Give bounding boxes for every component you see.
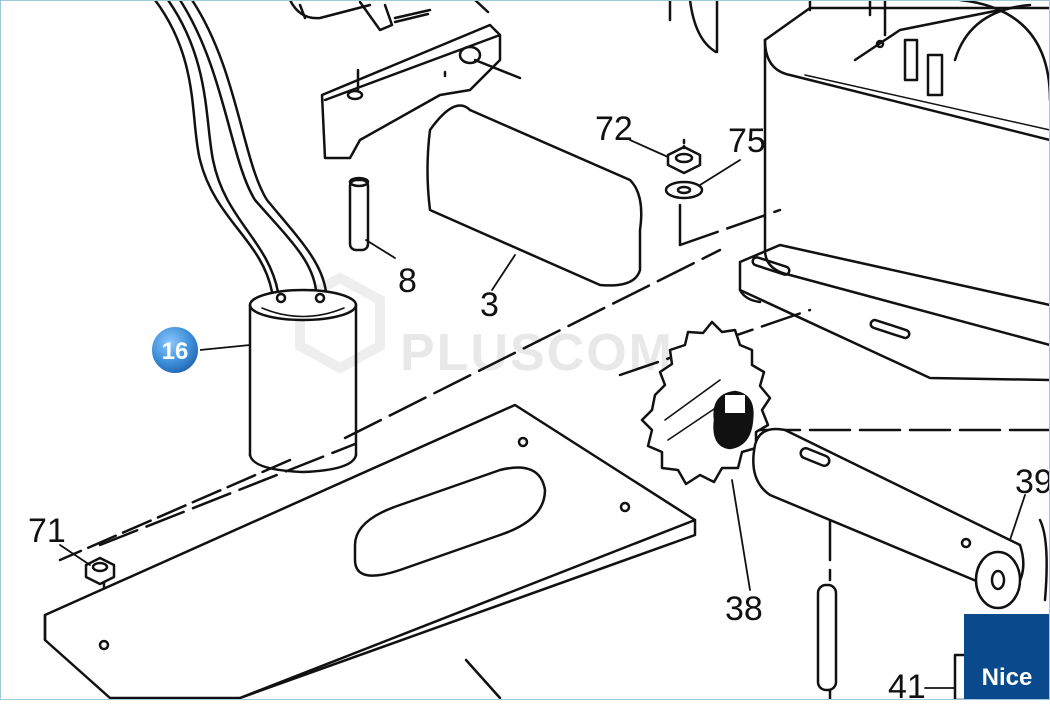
badge-leader: [199, 344, 251, 351]
label-8: 8: [398, 262, 417, 300]
gear-part: [640, 320, 772, 591]
part-highlight-badge[interactable]: 16: [150, 325, 200, 375]
watermark-text: PLUSCOM: [400, 324, 674, 382]
label-75: 75: [728, 122, 766, 160]
nut-part: [629, 138, 702, 175]
brand-text: Nice: [981, 664, 1033, 691]
nut-part-71: [59, 544, 116, 586]
washer-part: [664, 159, 741, 200]
pin-part: [348, 176, 396, 259]
label-71: 71: [28, 512, 66, 550]
badge-number: 16: [162, 338, 189, 365]
label-3: 3: [480, 286, 499, 324]
capacitor-wires: [153, 0, 328, 294]
base-plate: [43, 403, 697, 700]
label-41: 41: [888, 668, 926, 700]
brand-logo: Nice: [964, 614, 1050, 700]
cover-part: [426, 104, 643, 291]
mounting-bracket: [320, 23, 522, 160]
capacitor-part: [248, 288, 358, 474]
key-part: [816, 583, 971, 702]
label-39: 39: [1015, 463, 1050, 501]
part-labels: 8 3 72 75 39 38 71 41: [28, 110, 1050, 705]
label-38: 38: [725, 590, 763, 628]
label-72: 72: [595, 110, 633, 148]
shaft-part: [752, 427, 1048, 610]
top-hardware: [288, 0, 490, 32]
motor-housing: [668, 0, 1050, 382]
